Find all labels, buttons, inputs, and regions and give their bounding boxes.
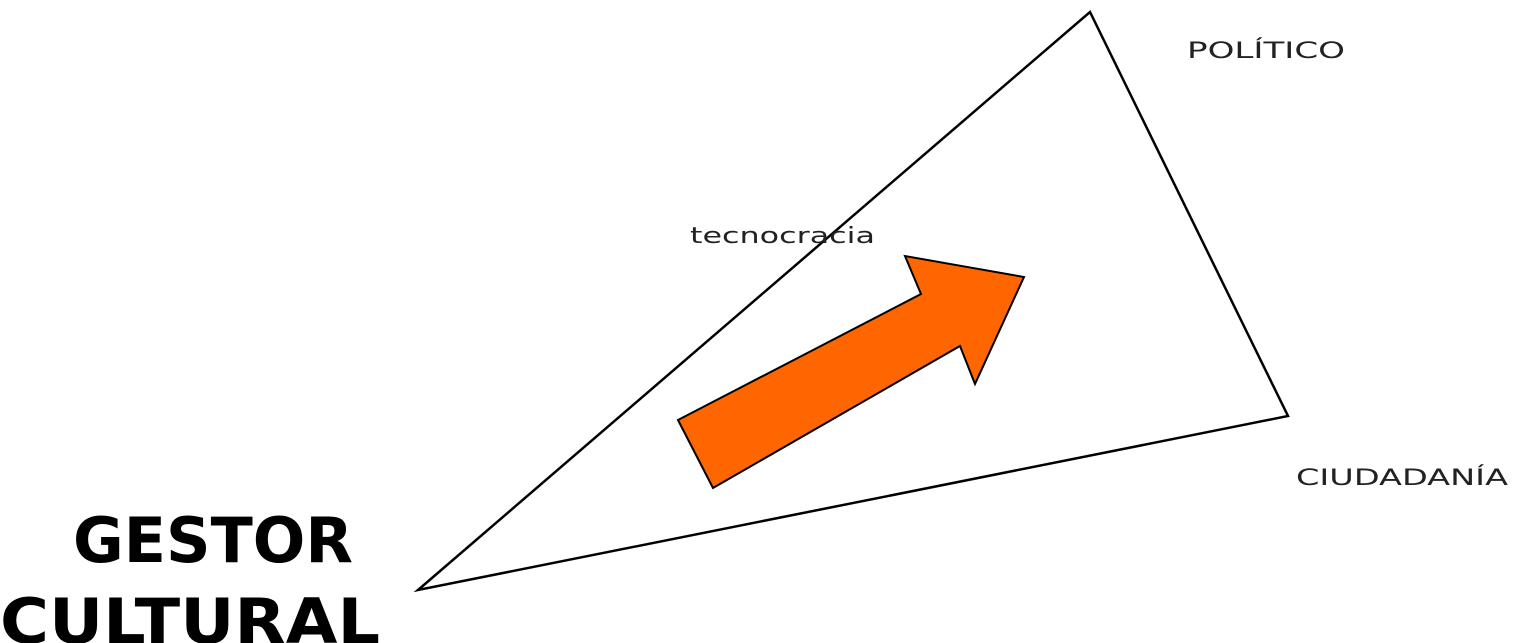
label-tecnocracia: tecnocracia	[690, 224, 875, 249]
label-gestor: GESTOR	[73, 504, 353, 577]
label-ciudadania: CIUDADANÍA	[1296, 465, 1508, 491]
label-politico: POLÍTICO	[1187, 38, 1345, 64]
orange-arrow	[676, 254, 1026, 490]
triangle-outline	[413, 9, 1290, 593]
label-cultural: CULTURAL	[0, 585, 380, 643]
